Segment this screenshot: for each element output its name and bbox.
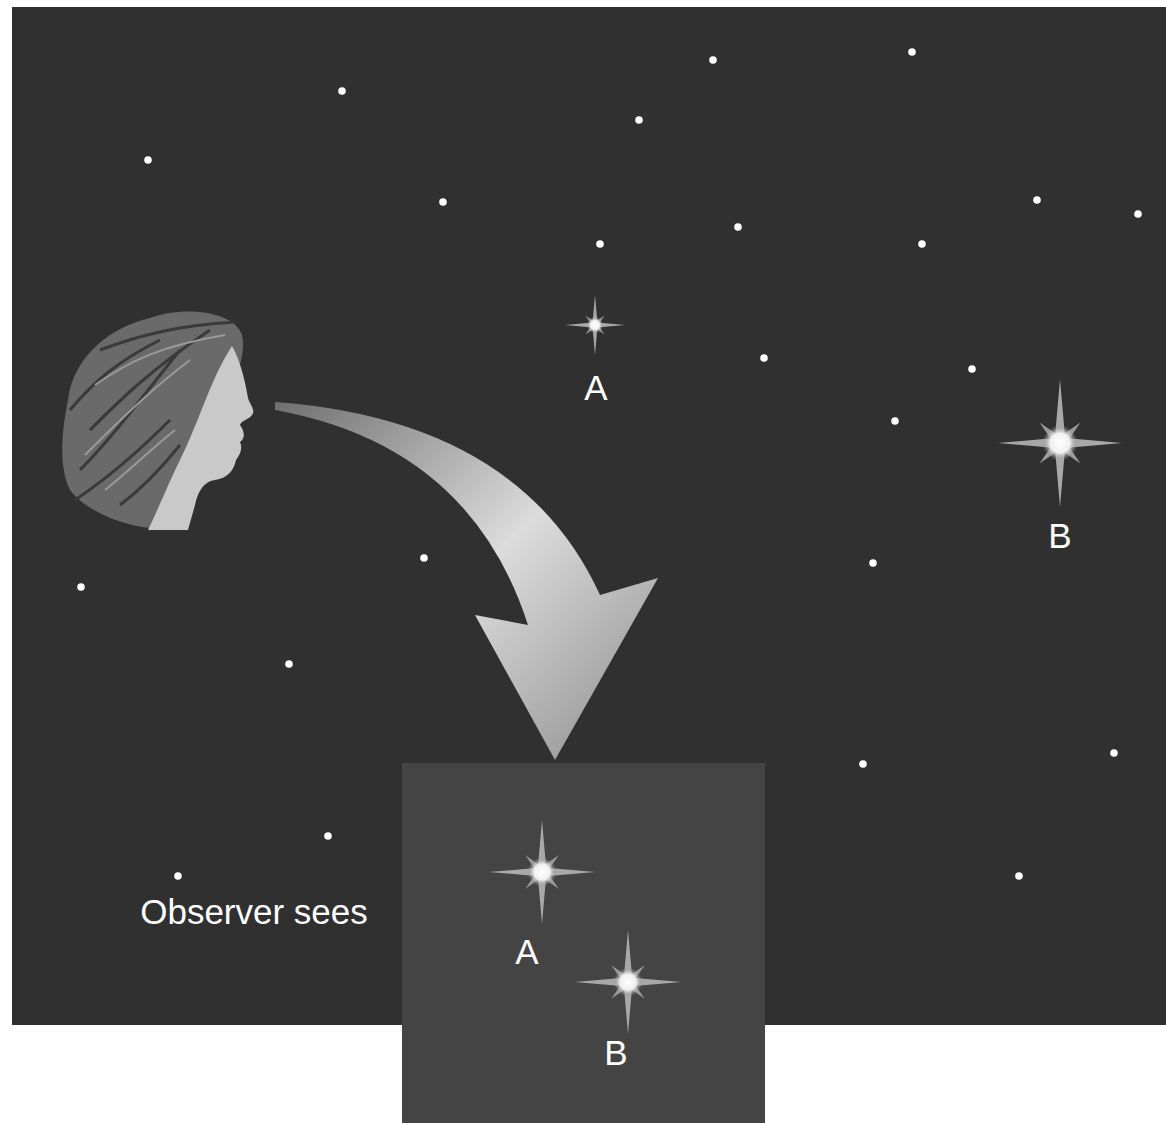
dot-star [908, 48, 916, 56]
dot-star [891, 417, 899, 425]
star [575, 930, 681, 1034]
dot-star [1134, 210, 1142, 218]
dot-star [144, 156, 152, 164]
dot-star [439, 198, 447, 206]
star-diagonals [525, 855, 558, 888]
dot-star [968, 365, 976, 373]
star [565, 295, 625, 355]
star-glow [613, 967, 642, 996]
dot-star [1033, 196, 1041, 204]
star-label: A [515, 934, 538, 969]
star-spikes [575, 930, 681, 1034]
star-spikes [489, 820, 595, 924]
inset-stars [402, 763, 765, 1123]
sky-stars [565, 295, 1122, 507]
dot-star [859, 760, 867, 768]
dot-star [869, 559, 877, 567]
dot-star [338, 87, 346, 95]
dot-star [734, 223, 742, 231]
star [998, 379, 1122, 507]
star-glow [587, 317, 604, 334]
star-label: A [584, 370, 607, 405]
dot-star [1015, 872, 1023, 880]
inset-heading: Observer sees [140, 894, 368, 929]
dot-star [596, 240, 604, 248]
inset-view: Observer seesAB [402, 763, 765, 1123]
dot-star [709, 56, 717, 64]
star [489, 820, 595, 924]
star-spikes [998, 379, 1122, 507]
dot-star [420, 554, 428, 562]
dot-star [324, 832, 332, 840]
star-diagonals [611, 965, 644, 998]
observer-head [62, 312, 253, 530]
dot-star [285, 660, 293, 668]
dot-star [174, 872, 182, 880]
curved-arrow [275, 402, 658, 760]
star-label: B [1048, 518, 1071, 553]
dot-star [760, 354, 768, 362]
dot-star [1110, 749, 1118, 757]
dot-star [918, 240, 926, 248]
star-diagonals [1040, 423, 1081, 464]
dot-star [635, 116, 643, 124]
background-stars [77, 48, 1142, 880]
star-diagonals [585, 315, 604, 334]
star-label: B [604, 1035, 627, 1070]
dot-star [77, 583, 85, 591]
star-glow [1042, 425, 1078, 461]
star-glow [527, 857, 556, 886]
star-spikes [565, 295, 625, 355]
